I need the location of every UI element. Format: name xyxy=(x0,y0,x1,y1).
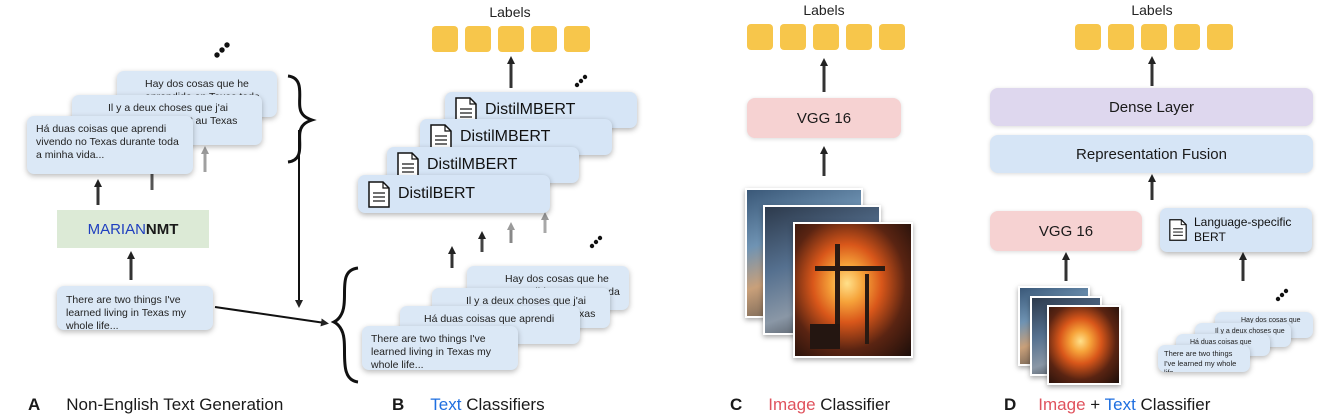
portuguese-card-a: Há duas coisas que aprendi vivendo no Te… xyxy=(27,116,193,174)
label-cell xyxy=(879,24,905,50)
label-cell xyxy=(498,26,524,52)
label-cell xyxy=(432,26,458,52)
model-card-b-4: DistilBERT xyxy=(358,175,550,213)
fire-scene-icon xyxy=(810,244,885,349)
arrow-source-to-b xyxy=(214,306,329,327)
label-cell xyxy=(531,26,557,52)
labels-title-d: Labels xyxy=(1131,2,1173,18)
label-cell xyxy=(846,24,872,50)
label-row-b xyxy=(432,26,592,54)
ellipsis-b-top xyxy=(574,74,588,88)
label-cell xyxy=(465,26,491,52)
labels-title-c: Labels xyxy=(803,2,845,18)
document-icon xyxy=(455,96,477,124)
label-cell xyxy=(1141,24,1167,50)
english-card-b: There are two things I've learned living… xyxy=(362,326,518,370)
document-icon xyxy=(368,180,390,208)
vgg16-box-d: VGG 16 xyxy=(990,211,1142,251)
label-row-c xyxy=(747,24,907,52)
label-cell xyxy=(1075,24,1101,50)
label-cell xyxy=(780,24,806,50)
english-card-d: There are two things I've learned my who… xyxy=(1158,345,1250,372)
label-cell xyxy=(1174,24,1200,50)
labels-title-b: Labels xyxy=(489,4,531,20)
document-icon xyxy=(1169,219,1187,241)
label-cell xyxy=(1108,24,1134,50)
label-row-d xyxy=(1075,24,1235,52)
vgg16-box-c: VGG 16 xyxy=(747,98,901,138)
image-thumbnail-front xyxy=(793,222,913,358)
label-cell xyxy=(1207,24,1233,50)
document-icon xyxy=(430,123,452,151)
dense-layer-box: Dense Layer xyxy=(990,88,1313,126)
representation-fusion-box: Representation Fusion xyxy=(990,135,1313,173)
label-cell xyxy=(564,26,590,52)
ellipsis-d xyxy=(1275,288,1289,302)
ellipsis-a xyxy=(214,42,230,58)
label-cell xyxy=(747,24,773,50)
source-text-card: There are two things I've learned living… xyxy=(57,286,213,330)
nmt-label: NMT xyxy=(145,220,179,238)
document-icon xyxy=(397,151,419,179)
image-thumbnail-d-front xyxy=(1047,305,1121,385)
ellipsis-b-bottom xyxy=(589,235,603,249)
label-cell xyxy=(813,24,839,50)
brace-b xyxy=(330,266,359,384)
marian-label: MARIAN xyxy=(87,220,146,238)
bert-box: Language-specific BERT xyxy=(1160,208,1312,252)
